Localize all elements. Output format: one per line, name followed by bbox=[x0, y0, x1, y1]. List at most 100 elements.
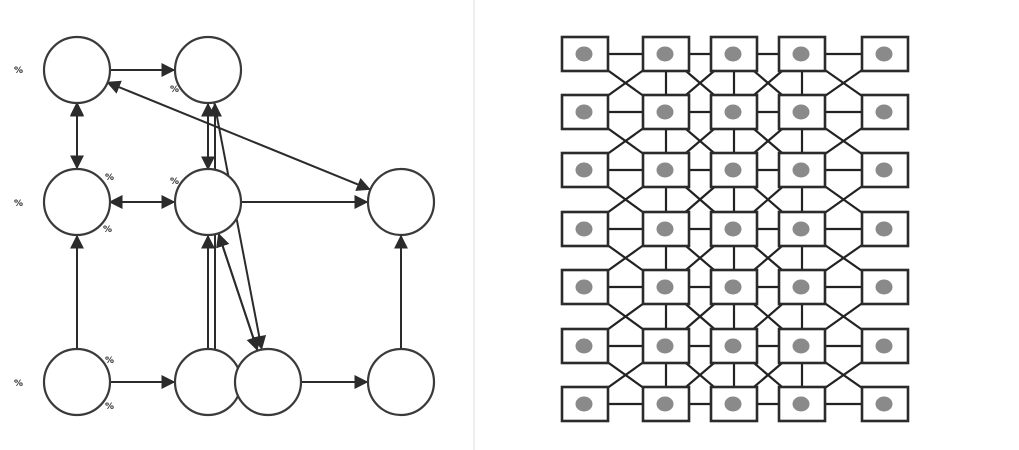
grid-cell-2-4 bbox=[860, 151, 910, 189]
grid-cell-box bbox=[560, 93, 610, 131]
left-graph-nodes bbox=[42, 35, 436, 417]
grid-cell-dot bbox=[724, 221, 742, 237]
grid-cell-2-0 bbox=[560, 151, 610, 189]
small-mark-2: % bbox=[105, 173, 114, 183]
grid-cell-6-4 bbox=[860, 385, 910, 423]
row-mark-middle: % bbox=[14, 199, 23, 209]
grid-cell-6-3 bbox=[777, 385, 827, 423]
grid-cell-1-0 bbox=[560, 93, 610, 131]
grid-cell-dot bbox=[792, 279, 810, 295]
grid-cell-0-4 bbox=[860, 35, 910, 73]
grid-cell-4-4 bbox=[860, 268, 910, 306]
grid-cell-3-4 bbox=[860, 210, 910, 248]
grid-cell-5-3 bbox=[777, 327, 827, 365]
grid-cell-dot bbox=[575, 279, 593, 295]
small-mark-5: % bbox=[105, 356, 114, 366]
grid-cell-dot bbox=[724, 338, 742, 354]
grid-cell-dot bbox=[656, 104, 674, 120]
grid-cell-3-2 bbox=[709, 210, 759, 248]
grid-cell-dot bbox=[875, 396, 893, 412]
graph-node-i bbox=[366, 347, 436, 417]
grid-cell-4-0 bbox=[560, 268, 610, 306]
left-graph-marks: % % % % % % % % % bbox=[14, 66, 179, 412]
grid-cell-dot bbox=[792, 46, 810, 62]
grid-cell-0-3 bbox=[777, 35, 827, 73]
grid-cell-dot bbox=[724, 396, 742, 412]
grid-cell-dot bbox=[792, 338, 810, 354]
grid-cell-dot bbox=[656, 279, 674, 295]
grid-cell-4-2 bbox=[709, 268, 759, 306]
graph-node-e bbox=[366, 167, 436, 237]
grid-cell-1-4 bbox=[860, 93, 910, 131]
left-graph-edges bbox=[70, 63, 408, 389]
grid-cell-dot bbox=[792, 396, 810, 412]
grid-cell-4-3 bbox=[777, 268, 827, 306]
grid-cell-box bbox=[641, 35, 691, 73]
grid-cell-5-4 bbox=[860, 327, 910, 365]
graph-node-c bbox=[42, 167, 112, 237]
graph-node-b bbox=[173, 35, 243, 105]
grid-cell-box bbox=[860, 268, 910, 306]
graph-node-h bbox=[233, 347, 303, 417]
grid-cell-dot bbox=[875, 221, 893, 237]
grid-cell-box bbox=[641, 385, 691, 423]
grid-cell-0-2 bbox=[709, 35, 759, 73]
edge-b-h-14 bbox=[213, 102, 267, 350]
grid-cell-6-1 bbox=[641, 385, 691, 423]
small-mark-4: % bbox=[170, 177, 179, 187]
left-graph: % % % % % % % % % bbox=[14, 35, 436, 417]
grid-cell-dot bbox=[656, 46, 674, 62]
grid-cell-dot bbox=[575, 396, 593, 412]
grid-cells bbox=[560, 35, 910, 423]
grid-cell-dot bbox=[792, 162, 810, 178]
graph-node-f bbox=[42, 347, 112, 417]
graph-node-a bbox=[42, 35, 112, 105]
grid-cell-dot bbox=[724, 279, 742, 295]
grid-cell-dot bbox=[575, 104, 593, 120]
grid-cell-box bbox=[560, 35, 610, 73]
right-grid bbox=[560, 35, 910, 423]
grid-cell-6-2 bbox=[709, 385, 759, 423]
grid-cell-5-0 bbox=[560, 327, 610, 365]
grid-cell-dot bbox=[792, 221, 810, 237]
grid-cell-2-3 bbox=[777, 151, 827, 189]
edge-a-e-2 bbox=[106, 80, 371, 191]
grid-cell-5-1 bbox=[641, 327, 691, 365]
grid-cell-box bbox=[860, 151, 910, 189]
edge-h-d-15 bbox=[216, 232, 259, 352]
row-mark-bottom: % bbox=[14, 379, 23, 389]
grid-cell-1-1 bbox=[641, 93, 691, 131]
row-mark-top: % bbox=[14, 66, 23, 76]
grid-cell-1-2 bbox=[709, 93, 759, 131]
graph-node-d bbox=[173, 167, 243, 237]
grid-cell-dot bbox=[575, 162, 593, 178]
grid-cell-6-0 bbox=[560, 385, 610, 423]
small-mark-3: % bbox=[103, 225, 112, 235]
grid-cell-4-1 bbox=[641, 268, 691, 306]
grid-cell-dot bbox=[792, 104, 810, 120]
grid-cell-dot bbox=[724, 162, 742, 178]
grid-cell-dot bbox=[875, 104, 893, 120]
grid-cell-3-3 bbox=[777, 210, 827, 248]
grid-cell-dot bbox=[724, 104, 742, 120]
grid-cell-box bbox=[777, 151, 827, 189]
grid-cell-dot bbox=[656, 221, 674, 237]
grid-cell-dot bbox=[875, 338, 893, 354]
grid-cell-5-2 bbox=[709, 327, 759, 365]
grid-cell-3-0 bbox=[560, 210, 610, 248]
grid-cell-dot bbox=[656, 396, 674, 412]
grid-cell-dot bbox=[875, 162, 893, 178]
grid-cell-2-1 bbox=[641, 151, 691, 189]
grid-cell-dot bbox=[724, 46, 742, 62]
grid-cell-1-3 bbox=[777, 93, 827, 131]
grid-cell-dot bbox=[575, 221, 593, 237]
grid-cell-dot bbox=[656, 162, 674, 178]
grid-cell-3-1 bbox=[641, 210, 691, 248]
grid-cell-dot bbox=[575, 46, 593, 62]
grid-cell-2-2 bbox=[709, 151, 759, 189]
small-mark-6: % bbox=[105, 402, 114, 412]
grid-cell-dot bbox=[875, 279, 893, 295]
small-mark-1: % bbox=[170, 85, 179, 95]
grid-cell-box bbox=[777, 210, 827, 248]
